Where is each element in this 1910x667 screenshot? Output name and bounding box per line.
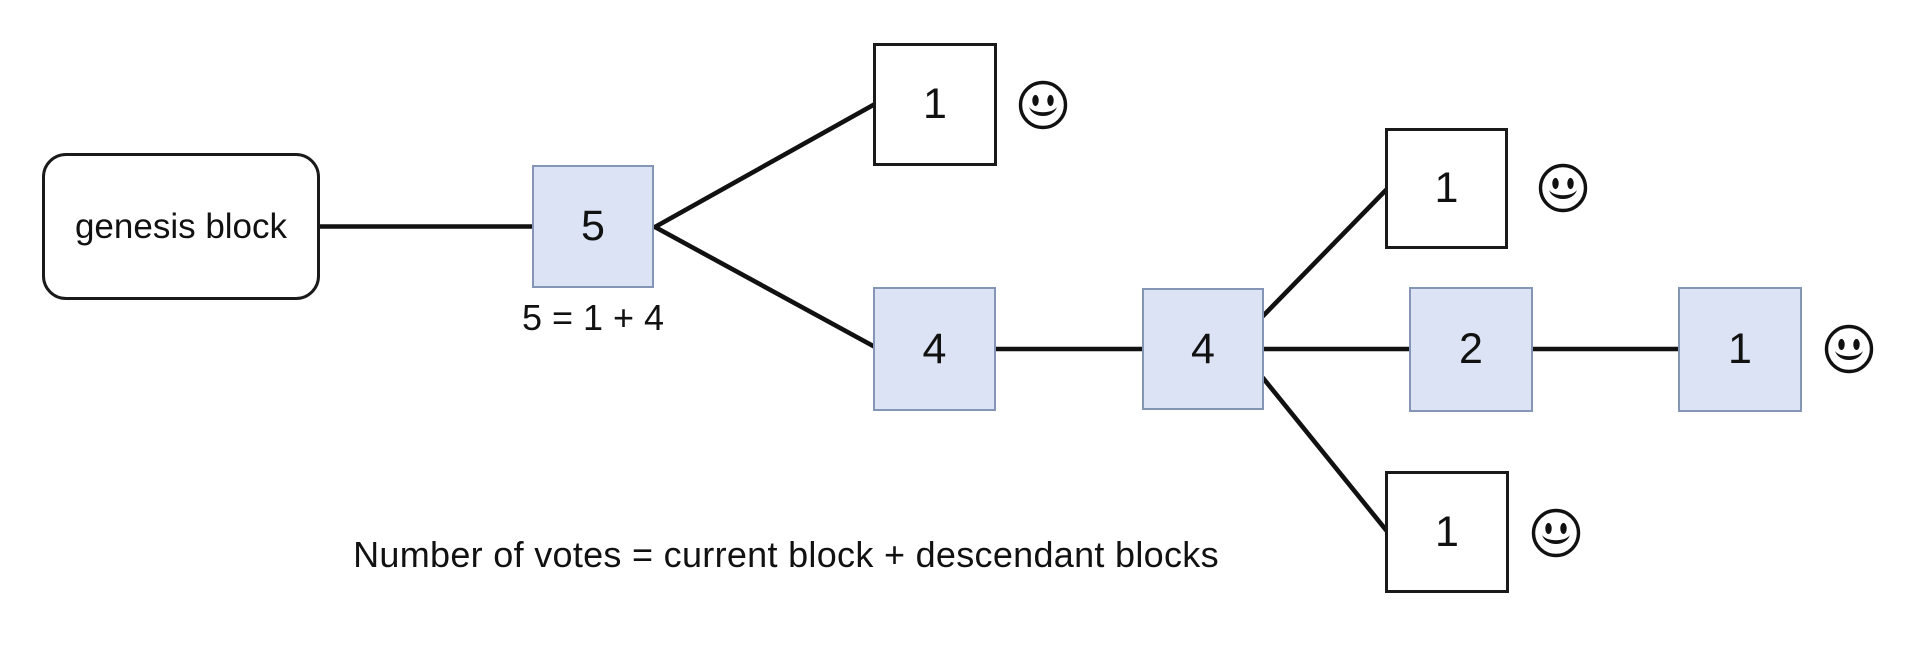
- block-node-1-chain-tip: 1: [1678, 287, 1802, 412]
- node-label: 4: [922, 324, 947, 373]
- smiley-face-icon: [1531, 508, 1581, 558]
- edge-5-to-4-left: [652, 224, 878, 350]
- block-node-1-upper-right: 1: [1385, 128, 1508, 249]
- block-node-4-left: 4: [873, 287, 996, 411]
- smiley-face-icon: [1824, 324, 1874, 374]
- block-node-2: 2: [1409, 287, 1533, 412]
- node-label: 1: [923, 80, 947, 128]
- diagram-caption: Number of votes = current block + descen…: [353, 534, 1219, 575]
- block-node-1-lower-right: 1: [1385, 471, 1509, 593]
- block-node-5: 5: [532, 165, 654, 288]
- node-label: genesis block: [74, 206, 288, 246]
- edge-5-to-1-top: [652, 101, 878, 230]
- edge-4-right-to-1-lower: [1260, 375, 1389, 533]
- node-label: 5: [581, 202, 605, 250]
- node-label: 1: [1435, 507, 1459, 556]
- node-label: 2: [1459, 325, 1483, 373]
- smiley-face-icon: [1018, 80, 1068, 130]
- block-node-4-right: 4: [1142, 288, 1264, 410]
- genesis-block-node: genesis block: [42, 153, 320, 300]
- smiley-face-icon: [1538, 163, 1588, 213]
- edge-4-right-to-1-upper: [1260, 187, 1389, 319]
- node-label: 1: [1728, 325, 1752, 373]
- node-label: 1: [1434, 164, 1459, 212]
- vote-formula-label: 5 = 1 + 4: [521, 297, 665, 338]
- node-label: 4: [1191, 324, 1215, 373]
- block-node-1-top: 1: [873, 43, 997, 166]
